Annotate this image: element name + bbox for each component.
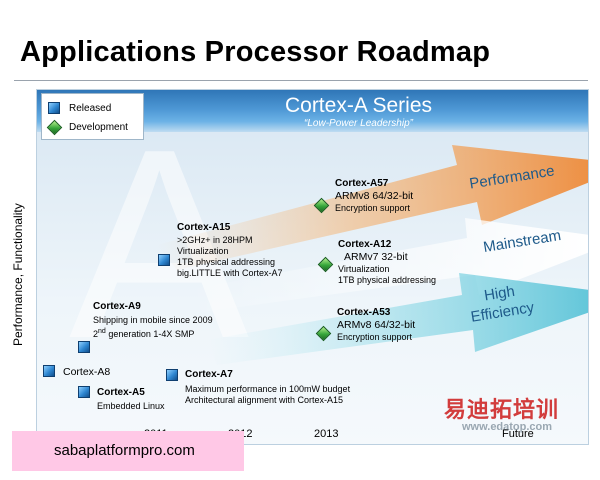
cortex-a9-line2-post: generation 1-4X SMP: [105, 329, 195, 339]
cortex-a8-name: Cortex-A8: [63, 366, 111, 378]
cortex-a57-line1: ARMv8 64/32-bit: [335, 190, 414, 202]
legend-released: Released: [48, 102, 111, 114]
cortex-a12-line1: ARMv7 32-bit: [344, 251, 408, 263]
overlay-url-box: sabaplatformpro.com: [12, 431, 244, 471]
cortex-a5-node: Cortex-A5 Embedded Linux: [97, 387, 165, 412]
cortex-a7-line2: Architectural alignment with Cortex-A15: [185, 395, 344, 405]
cortex-a15-line1: >2GHz+ in 28HPM: [177, 235, 253, 245]
cortex-a7-node: Cortex-A7 Maximum performance in 100mW b…: [185, 369, 350, 406]
cortex-a15-line4: big.LITTLE with Cortex-A7: [177, 268, 283, 278]
cortex-a12-node: Cortex-A12 ARMv7 32-bit Virtualization 1…: [338, 239, 436, 286]
chinese-watermark: 易迪拓培训: [444, 397, 560, 422]
cortex-a53-line1: ARMv8 64/32-bit: [337, 319, 416, 331]
cortex-a12-name: Cortex-A12: [338, 239, 392, 250]
cortex-a9-line2: 2nd generation 1-4X SMP: [93, 326, 213, 340]
legend-development-label: Development: [69, 122, 128, 133]
cortex-a9-line2-pre: 2: [93, 329, 99, 339]
cortex-a12-line3: 1TB physical addressing: [338, 275, 437, 285]
cortex-a9-line1: Shipping in mobile since 2009: [93, 315, 213, 325]
overlay-url-text: sabaplatformpro.com: [54, 442, 195, 459]
legend-released-label: Released: [69, 102, 112, 114]
efficiency-arrow: [207, 273, 588, 365]
released-square-icon: [48, 102, 60, 114]
cortex-a15-node: Cortex-A15 >2GHz+ in 28HPM Virtualizatio…: [177, 222, 283, 279]
cortex-a9-name: Cortex-A9: [93, 301, 141, 312]
series-title: Cortex-A Series: [284, 94, 433, 117]
x-tick-future: Future: [502, 428, 534, 440]
cortex-a57-name: Cortex-A57: [335, 178, 389, 189]
cortex-a53-node: Cortex-A53 ARMv8 64/32-bit Encryption su…: [337, 307, 415, 343]
cortex-a7-line1: Maximum performance in 100mW budget: [185, 384, 351, 394]
cortex-a5-marker-icon: [78, 386, 90, 398]
development-diamond-icon: [46, 119, 63, 136]
cortex-a5-line1: Embedded Linux: [97, 401, 165, 411]
cortex-a9-marker-icon: [78, 341, 90, 353]
legend: Released Development: [41, 93, 144, 140]
cortex-a9-node: Cortex-A9 Shipping in mobile since 2009 …: [93, 301, 213, 340]
cortex-a15-marker-icon: [158, 254, 170, 266]
cortex-a53-name: Cortex-A53: [337, 307, 391, 318]
cortex-a57-node: Cortex-A57 ARMv8 64/32-bit Encryption su…: [335, 178, 413, 214]
cortex-a15-line3: 1TB physical addressing: [177, 257, 276, 267]
roadmap-panel: A Cortex-A Series “Low-Power Leadership”: [36, 89, 589, 445]
performance-arrow: [157, 145, 588, 270]
trend-arrows: [157, 145, 588, 365]
url-watermark: www.edatop.com: [462, 421, 553, 433]
cortex-a7-marker-icon: [166, 369, 178, 381]
cortex-a5-name: Cortex-A5: [97, 387, 145, 398]
cortex-a7-name: Cortex-A7: [185, 369, 233, 380]
page-title: Applications Processor Roadmap: [20, 36, 491, 68]
x-tick-2013: 2013: [314, 428, 339, 440]
series-subtitle: “Low-Power Leadership”: [304, 118, 413, 129]
cortex-a8-marker-icon: [43, 365, 55, 377]
cortex-a15-name: Cortex-A15: [177, 222, 231, 233]
high-efficiency-label-line1: High: [482, 282, 517, 305]
cortex-a8-node: Cortex-A8: [63, 366, 110, 379]
cortex-a12-line2: Virtualization: [338, 264, 390, 274]
title-divider: [14, 80, 588, 81]
cortex-a15-line2: Virtualization: [177, 246, 229, 256]
cortex-a53-line2: Encryption support: [337, 332, 413, 342]
cortex-a9-line2-sup: nd: [98, 328, 106, 335]
cortex-a57-line2: Encryption support: [335, 203, 411, 213]
y-axis-label: Performance, Functionality: [11, 203, 25, 346]
legend-development: Development: [46, 119, 128, 136]
